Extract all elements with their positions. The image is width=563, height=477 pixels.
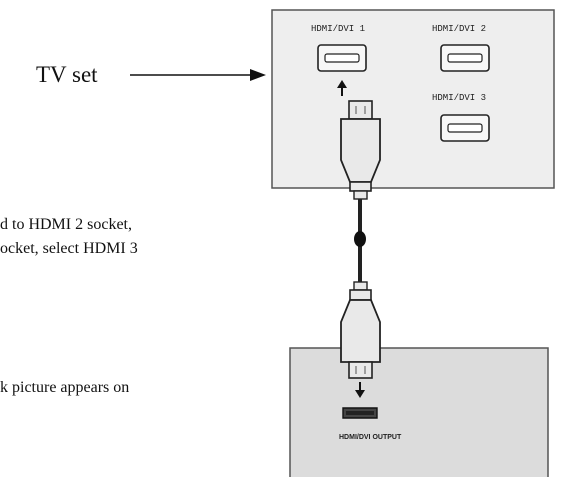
- output-port-label: HDMI/DVI OUTPUT: [339, 434, 402, 441]
- hdmi-port-2: [440, 44, 490, 72]
- port-label-hdmi-1: HDMI/DVI 1: [311, 24, 366, 34]
- source-device-box: [289, 347, 549, 477]
- cable-ferrite-bead: [354, 231, 366, 247]
- insert-arrow-up: [337, 80, 347, 96]
- port-label-hdmi-3: HDMI/DVI 3: [432, 93, 487, 103]
- instruction-text-line-3: k picture appears on: [0, 379, 130, 396]
- hdmi-output-socket: [342, 407, 378, 419]
- tv-set-label: TV set: [36, 62, 98, 87]
- hdmi-port-1: [317, 44, 367, 72]
- hdmi-plug-bottom: [340, 281, 381, 379]
- port-label-hdmi-2: HDMI/DVI 2: [432, 24, 487, 34]
- instruction-text-line-2: ocket, select HDMI 3: [0, 240, 138, 257]
- hdmi-port-3: [440, 114, 490, 142]
- hdmi-plug-top: [340, 100, 381, 200]
- pointer-arrow-head: [250, 69, 266, 81]
- tv-panel: [271, 9, 555, 189]
- insert-arrow-down: [355, 382, 365, 398]
- instruction-text-line-1: d to HDMI 2 socket,: [0, 216, 132, 233]
